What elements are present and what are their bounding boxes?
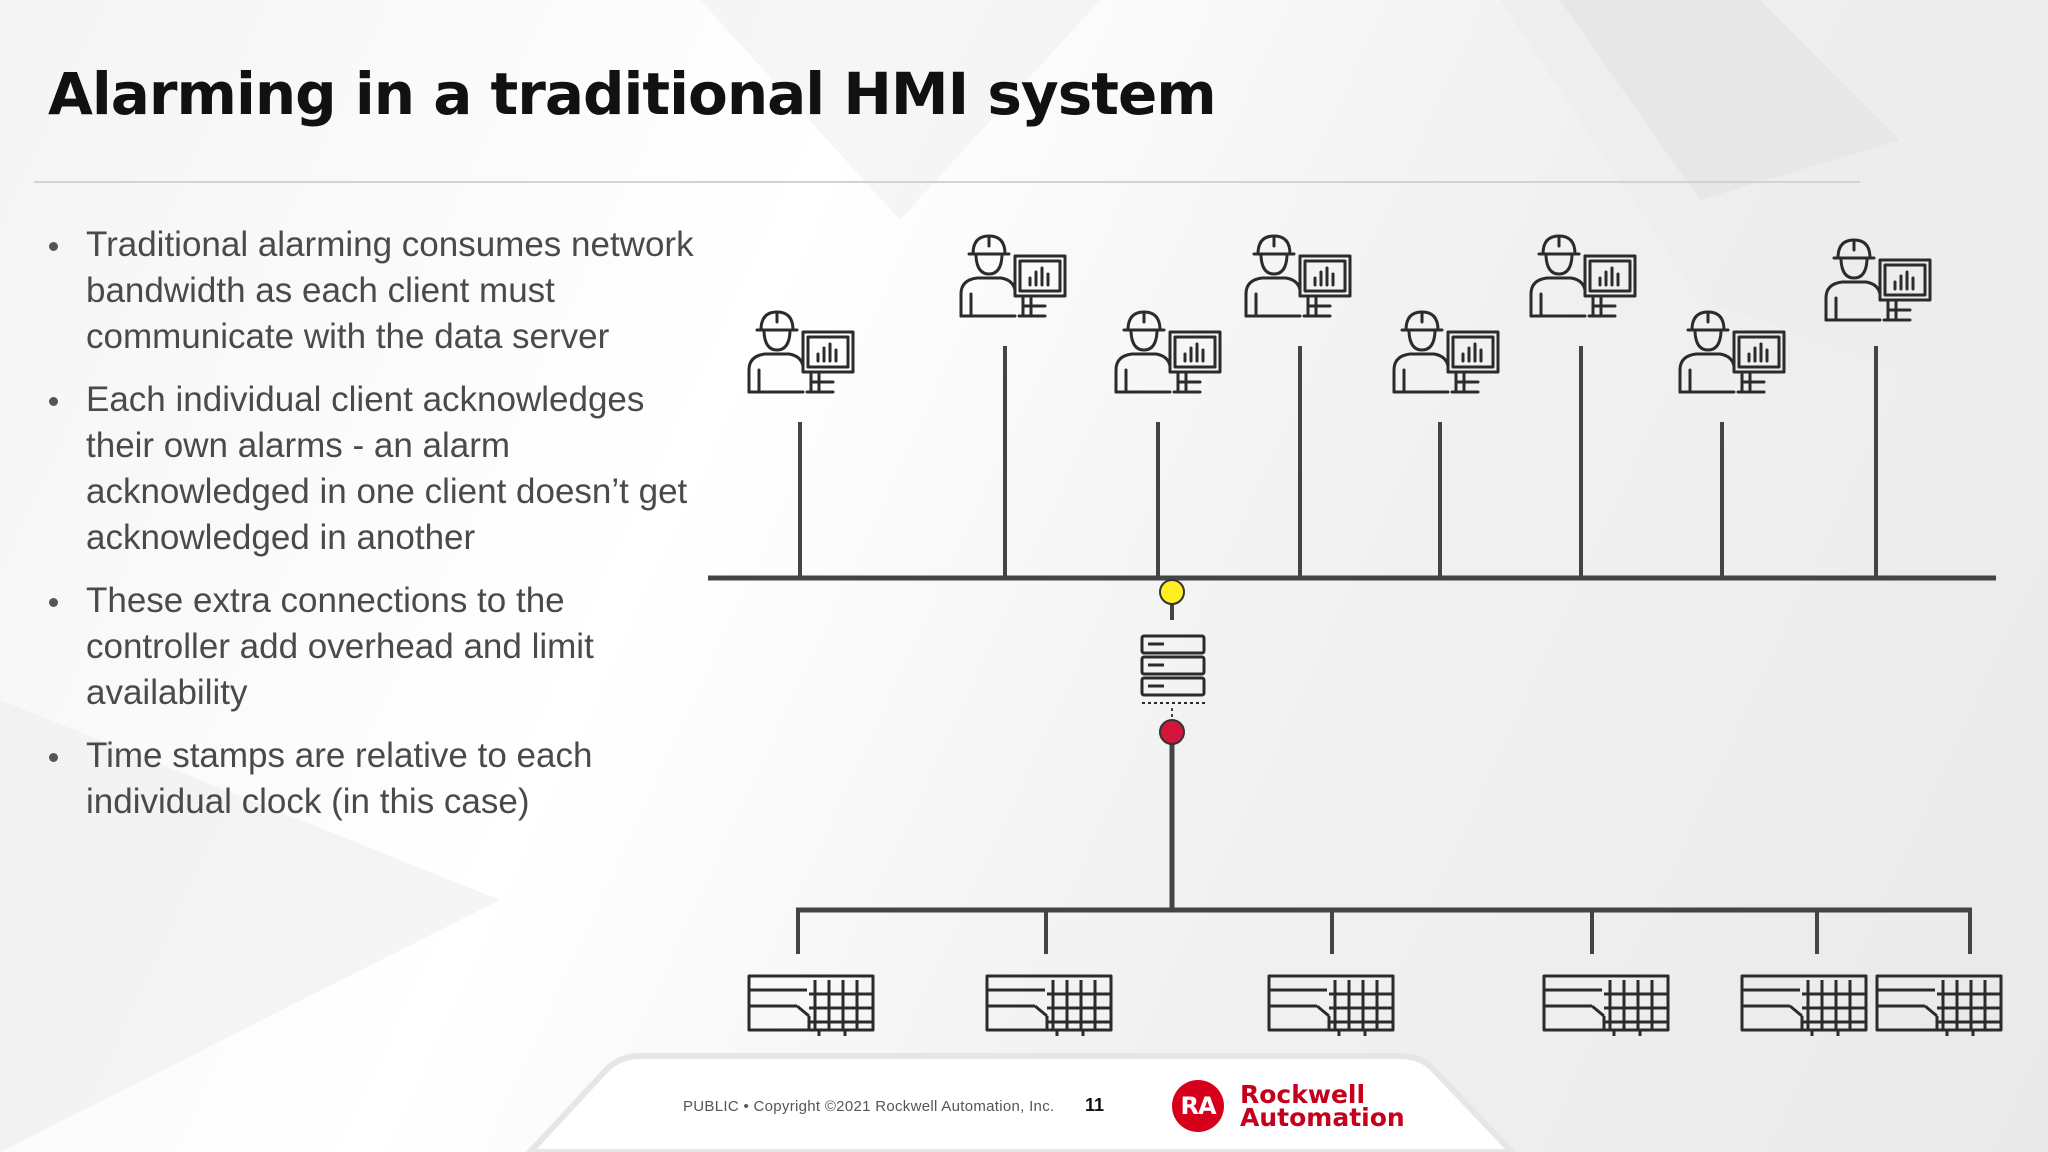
server-icon (1140, 634, 1206, 704)
logo-word-rockwell: Rockwell (1240, 1080, 1366, 1109)
bullet-list: Traditional alarming consumes network ba… (46, 222, 706, 842)
client-connection-dot (1159, 579, 1185, 605)
bullet-item: Each individual client acknowledges thei… (46, 377, 706, 561)
footer-copyright: PUBLIC • Copyright ©2021 Rockwell Automa… (683, 1098, 1055, 1115)
ra-badge-icon: RA (1172, 1080, 1224, 1132)
page-number: 11 (1085, 1095, 1105, 1115)
bullet-item: Time stamps are relative to each individ… (46, 733, 706, 825)
bullet-item: These extra connections to the controlle… (46, 578, 706, 716)
bullet-item: Traditional alarming consumes network ba… (46, 222, 706, 360)
logo-word-automation: Automation (1240, 1103, 1405, 1132)
title-divider (34, 181, 1860, 183)
rockwell-automation-logo: RA Rockwell Automation (1172, 1075, 1412, 1135)
slide-title: Alarming in a traditional HMI system (48, 60, 1217, 128)
controller-connection-dot (1159, 719, 1185, 745)
